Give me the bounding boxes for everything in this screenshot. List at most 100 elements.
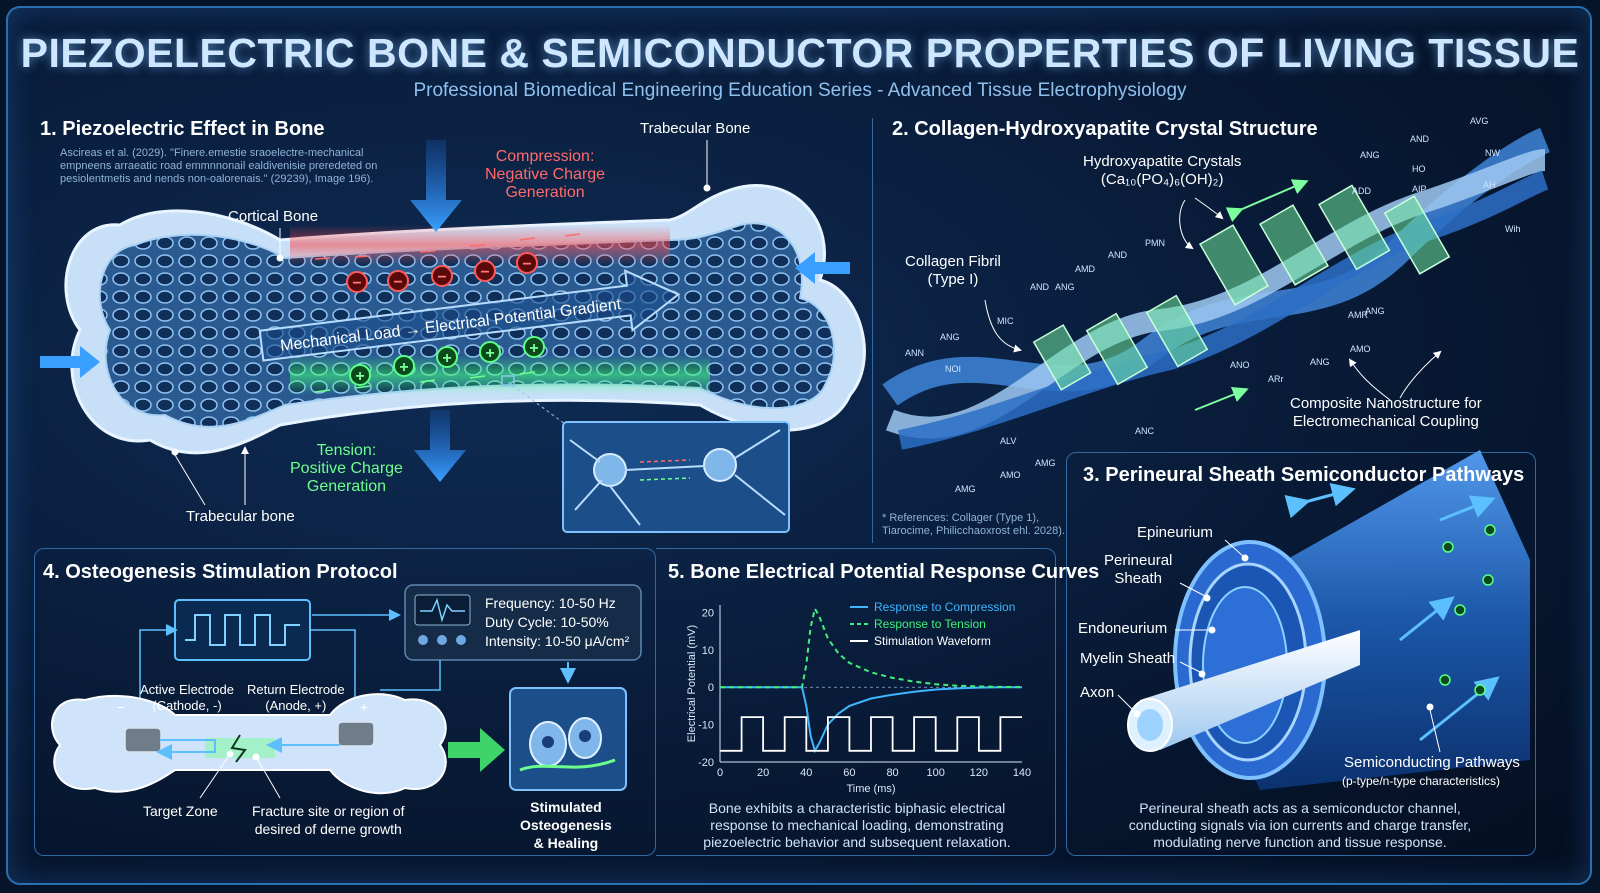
y-tick-label: -20: [698, 757, 714, 769]
x-tick-label: 60: [843, 767, 855, 779]
helix-annotation: AMD: [1075, 264, 1096, 274]
helix-annotation: AMG: [1035, 458, 1056, 468]
section5-title: 5. Bone Electrical Potential Response Cu…: [668, 561, 1100, 583]
helix-annotation: AVG: [1470, 116, 1488, 126]
helix-annotation: AND: [1030, 282, 1050, 292]
stimulation-parameters: Frequency: 10-50 Hz Duty Cycle: 10-50% I…: [485, 594, 629, 651]
compression-arrow-down: [410, 140, 462, 232]
active-electrode-label: Active Electrode(Cathode, -): [140, 682, 234, 713]
gradient-arrow: [258, 269, 681, 362]
osteogenesis-inset: [509, 687, 627, 791]
panel-stimulation-protocol: [34, 548, 656, 856]
helix-annotation: Wih: [1505, 224, 1521, 234]
divider-vertical: [872, 118, 873, 543]
page-title: PIEZOELECTRIC BONE & SEMICONDUCTOR PROPE…: [20, 30, 1580, 76]
pos-symbol: +: [485, 345, 494, 362]
helix-annotation: ANG: [1310, 357, 1330, 367]
helix-annotation: AMG: [955, 484, 976, 494]
helix-annotation: ANN: [905, 348, 924, 358]
section1-citation: Ascireas et al. (2029). "Finere.emestie …: [60, 147, 378, 185]
cathode-minus-sign: −: [117, 699, 126, 715]
section2-pointers: [984, 197, 1442, 401]
section5-description: Bone exhibits a characteristic biphasic …: [703, 800, 1011, 850]
helix-annotation: AH: [1483, 180, 1496, 190]
x-tick-label: 40: [800, 767, 812, 779]
positive-charges: [349, 336, 545, 386]
return-electrode-label: Return Electrode(Anode, +): [247, 682, 345, 713]
series-line-1: [720, 686, 1022, 754]
nerve-illustration: [1127, 450, 1530, 790]
helix-annotation: AMR: [1348, 310, 1369, 320]
helix-annotation: AMO: [1350, 344, 1371, 354]
axon-label: Axon: [1080, 684, 1115, 701]
right-load-arrow: [795, 252, 850, 284]
section2-title: 2. Collagen-Hydroxyapatite Crystal Struc…: [892, 118, 1318, 140]
tension-flow-arrows: [314, 371, 536, 393]
bone-shape: [64, 184, 866, 455]
return-electrode: [337, 721, 375, 747]
endoneurium-label: Endoneurium: [1078, 620, 1168, 637]
ion-charges: [1439, 524, 1496, 696]
helix-annotation: ARr: [1268, 374, 1284, 384]
stimulation-circuit: [139, 584, 642, 715]
helix-annotation: ANC: [1135, 426, 1155, 436]
legend-entry: Response to Tension: [874, 617, 986, 631]
series-line-3: [720, 716, 1022, 752]
anode-plus-sign: +: [360, 699, 369, 715]
pos-symbol: +: [355, 368, 364, 385]
myelin-sheath-label: Myelin Sheath: [1080, 650, 1176, 667]
section4-title: 4. Osteogenesis Stimulation Protocol: [43, 561, 398, 583]
frequency-value: Frequency: 10-50 Hz: [485, 595, 616, 611]
x-axis-label: Time (ms): [846, 783, 895, 795]
cortical-bone-label: Cortical Bone: [228, 208, 319, 225]
x-tick-label: 120: [970, 767, 988, 779]
helix-annotation: AND: [1108, 250, 1128, 260]
crystal-orientation-arrow: [1225, 179, 1309, 223]
helix-annotation: ANG: [1360, 150, 1380, 160]
y-tick-label: 20: [702, 607, 714, 619]
pulse-waveform-icon: [185, 614, 300, 646]
x-tick-label: 0: [717, 767, 723, 779]
active-electrode: [124, 727, 162, 753]
section3-pointers: [1117, 539, 1441, 753]
negative-charges: [346, 252, 538, 293]
legend-entry: Stimulation Waveform: [874, 634, 991, 648]
helix-annotation: ANG: [1055, 282, 1075, 292]
helix-annotation: ANO: [1230, 360, 1250, 370]
semiconducting-pathways-sub: (p-type/n-type characteristics): [1342, 774, 1501, 788]
pos-symbol: +: [442, 350, 451, 367]
section1-title: 1. Piezoelectric Effect in Bone: [40, 118, 325, 140]
compression-flow-arrows: [314, 233, 581, 260]
treatment-bone: [51, 693, 447, 795]
section1-pointers: [171, 140, 711, 506]
helix-annotation: PMN: [1145, 238, 1165, 248]
pos-symbol: +: [529, 340, 538, 357]
intensity-value: Intensity: 10-50 μA/cm²: [485, 633, 630, 649]
trabecular-bone-bottom-label: Trabecular bone: [186, 508, 295, 525]
helix-annotation: NW: [1485, 148, 1500, 158]
neg-symbol: −: [522, 256, 531, 273]
x-tick-label: 100: [927, 767, 945, 779]
panel-response-curves: [656, 548, 1056, 856]
section2-references: * References: Collager (Type 1),Tiarocim…: [882, 512, 1066, 537]
series-line-2: [720, 605, 1023, 689]
section3-description: Perineural sheath acts as a semiconducto…: [1128, 800, 1472, 850]
hydroxyapatite-crystals: [1032, 184, 1451, 391]
y-axis-label: Electrical Potential (mV): [686, 625, 698, 742]
osteocyte-inset: [501, 375, 790, 533]
pos-symbol: +: [399, 359, 408, 376]
helix-annotation: AMO: [1000, 470, 1021, 480]
trabecular-bone-top-label: Trabecular Bone: [640, 120, 751, 137]
neg-symbol: −: [480, 264, 489, 281]
target-zone-label: Target Zone: [143, 803, 218, 819]
helix-annotation: ALV: [1000, 436, 1016, 446]
panel-perineural: [1066, 452, 1536, 856]
epineurium-label: Epineurium: [1137, 524, 1213, 541]
section4-pointers: [199, 750, 281, 799]
